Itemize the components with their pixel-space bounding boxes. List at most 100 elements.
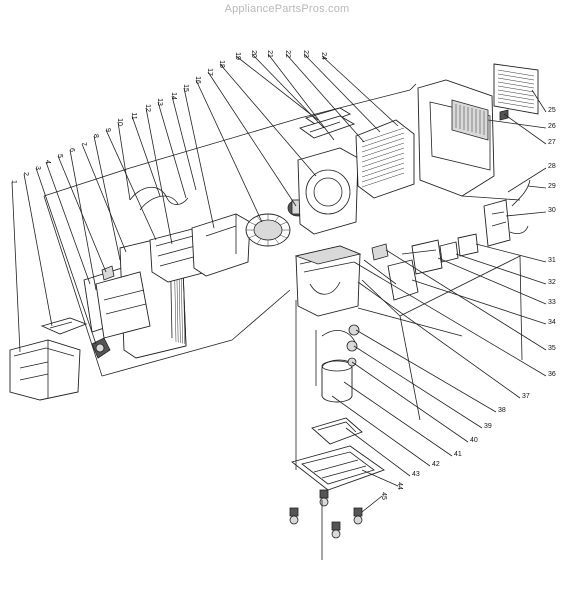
callout-label-16: 16 (194, 76, 201, 84)
leader-line-1 (11, 181, 21, 353)
leader-line-15 (183, 87, 215, 229)
callout-label-35: 35 (548, 345, 556, 352)
callout-label-6: 6 (68, 148, 75, 152)
leader-line-6 (69, 149, 97, 291)
part-control-knob[interactable] (91, 337, 111, 359)
callout-label-3: 3 (34, 166, 41, 170)
leader-line-21 (267, 53, 335, 141)
leader-line-25 (531, 89, 547, 113)
leader-line-31 (475, 243, 547, 263)
part-chassis-frame[interactable] (294, 245, 362, 317)
leader-line-17 (207, 71, 297, 207)
leader-line-7 (81, 143, 127, 253)
leader-line-28 (507, 167, 547, 193)
part-drain-pan[interactable] (311, 417, 363, 445)
leader-line-30 (505, 211, 547, 217)
leader-line-4 (45, 161, 91, 285)
part-electrical-box[interactable] (363, 233, 479, 301)
callout-label-13: 13 (156, 98, 163, 106)
part-rear-cabinet[interactable] (417, 79, 495, 197)
callout-label-4: 4 (44, 160, 51, 164)
callout-label-10: 10 (116, 118, 123, 126)
leader-line-34 (411, 279, 547, 325)
callout-label-28: 28 (548, 163, 556, 170)
callout-label-9: 9 (104, 128, 111, 132)
part-blower-wheel[interactable] (245, 213, 291, 247)
callout-label-26: 26 (548, 123, 556, 130)
part-fan-shroud[interactable] (297, 147, 359, 235)
part-condenser-coil[interactable] (355, 119, 415, 199)
leader-line-8 (93, 135, 121, 261)
callout-label-44: 44 (396, 482, 403, 490)
leader-line-2 (23, 173, 53, 327)
callout-label-25: 25 (548, 107, 556, 114)
callout-label-18: 18 (218, 60, 225, 68)
leader-line-45 (361, 495, 383, 513)
leader-line-40 (351, 361, 469, 443)
watermark: AppliancePartsPros.com (224, 3, 350, 15)
callout-label-24: 24 (320, 52, 327, 60)
callout-label-41: 41 (454, 451, 462, 458)
leader-line-33 (437, 257, 547, 305)
callout-label-45: 45 (380, 492, 387, 500)
leader-line-36 (353, 261, 547, 377)
part-side-plate[interactable] (483, 179, 531, 247)
leader-line-11 (131, 115, 161, 197)
callout-label-31: 31 (548, 257, 556, 264)
part-upper-bracket[interactable] (298, 107, 356, 139)
part-front-panel[interactable] (9, 339, 81, 401)
callout-label-37: 37 (522, 393, 530, 400)
leader-line-3 (35, 167, 97, 345)
part-front-grille[interactable] (95, 271, 151, 339)
callout-label-17: 17 (206, 68, 213, 76)
callout-label-19: 19 (234, 52, 241, 60)
leader-line-14 (171, 95, 197, 191)
callout-label-42: 42 (432, 461, 440, 468)
callout-label-38: 38 (498, 407, 506, 414)
callout-label-7: 7 (80, 142, 87, 146)
leader-line-13 (157, 101, 187, 199)
callout-label-8: 8 (92, 134, 99, 138)
callout-label-40: 40 (470, 437, 478, 444)
part-rear-grille[interactable] (493, 63, 539, 115)
part-compressor[interactable] (315, 324, 360, 403)
callout-label-1: 1 (10, 180, 17, 184)
leader-line-29 (527, 185, 547, 189)
callout-leaders (11, 53, 547, 513)
part-top-bracket[interactable] (40, 317, 88, 335)
callout-label-15: 15 (182, 84, 189, 92)
callout-label-21: 21 (266, 50, 273, 58)
part-clip[interactable] (499, 109, 509, 121)
callout-label-2: 2 (22, 172, 29, 176)
callout-label-14: 14 (170, 92, 177, 100)
leader-line-9 (105, 129, 157, 241)
leader-line-27 (503, 113, 547, 145)
callout-label-30: 30 (548, 207, 556, 214)
leader-line-22 (285, 53, 365, 143)
leader-line-37 (357, 281, 521, 399)
part-blower-housing[interactable] (191, 213, 251, 277)
part-casters[interactable] (289, 489, 363, 539)
callout-label-11: 11 (130, 112, 137, 119)
leader-line-23 (303, 53, 381, 133)
leader-line-12 (145, 107, 173, 245)
callout-label-32: 32 (548, 279, 556, 286)
callout-label-43: 43 (412, 471, 420, 478)
callout-label-39: 39 (484, 423, 492, 430)
leader-line-44 (361, 469, 399, 487)
leader-line-18 (219, 63, 317, 177)
part-base-tray[interactable] (291, 445, 385, 491)
leader-line-43 (345, 427, 411, 477)
callout-label-36: 36 (548, 371, 556, 378)
leader-line-42 (331, 395, 431, 467)
explosion-guide-lines (43, 83, 523, 560)
callout-label-5: 5 (56, 154, 63, 158)
callout-label-20: 20 (250, 50, 257, 58)
leader-line-38 (355, 329, 497, 413)
leader-line-41 (343, 381, 453, 457)
leader-line-24 (321, 55, 399, 127)
callout-label-12: 12 (144, 104, 151, 112)
leader-line-20 (251, 53, 325, 129)
leader-line-19 (235, 55, 319, 121)
